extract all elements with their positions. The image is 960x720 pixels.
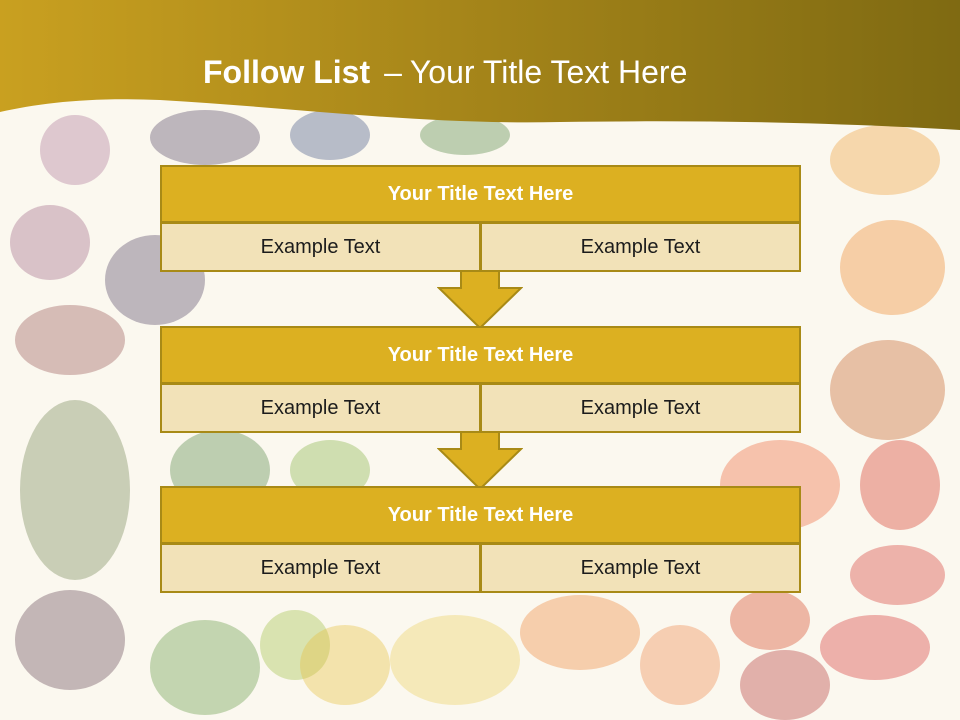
- down-arrow-icon: [437, 268, 523, 330]
- step-right-text: Example Text: [480, 543, 801, 593]
- slide-title-bold: Follow List: [203, 54, 371, 90]
- carrots-image: [520, 595, 640, 670]
- down-arrow-icon: [437, 429, 523, 491]
- step-title: Your Title Text Here: [160, 486, 801, 544]
- radicchio-image: [10, 205, 90, 280]
- step-box-1: Your Title Text Here Example Text Exampl…: [160, 165, 801, 272]
- blueberries-image: [290, 110, 370, 160]
- step-box-3: Your Title Text Here Example Text Exampl…: [160, 486, 801, 593]
- greens-image: [150, 620, 260, 715]
- step-left-text: Example Text: [160, 222, 481, 272]
- step-title: Your Title Text Here: [160, 326, 801, 384]
- red-pepper-image: [860, 440, 940, 530]
- orange-image: [830, 125, 940, 195]
- artichoke-image: [20, 400, 130, 580]
- step-left-text: Example Text: [160, 543, 481, 593]
- corn-image: [390, 615, 520, 705]
- pumpkin-image: [840, 220, 945, 315]
- starfruit-image: [260, 610, 330, 680]
- citrus-slice-image: [640, 625, 720, 705]
- fig-image: [15, 305, 125, 375]
- tomatoes-image: [730, 590, 810, 650]
- yellow-fruit-image: [300, 625, 390, 705]
- onion-image: [40, 115, 110, 185]
- step-right-text: Example Text: [480, 383, 801, 433]
- step-right-text: Example Text: [480, 222, 801, 272]
- pomegranate-image: [740, 650, 830, 720]
- step-left-text: Example Text: [160, 383, 481, 433]
- slide-title-dash: –: [384, 54, 402, 90]
- red-cabbage-image: [15, 590, 125, 690]
- eggplant-image: [150, 110, 260, 165]
- step-box-2: Your Title Text Here Example Text Exampl…: [160, 326, 801, 433]
- strawberry-image: [850, 545, 945, 605]
- slide-title: Follow List–Your Title Text Here: [203, 54, 687, 91]
- step-title: Your Title Text Here: [160, 165, 801, 223]
- slide-title-rest: Your Title Text Here: [409, 54, 688, 90]
- pear-image: [830, 340, 945, 440]
- redcurrant-image: [820, 615, 930, 680]
- header-band: [0, 0, 960, 130]
